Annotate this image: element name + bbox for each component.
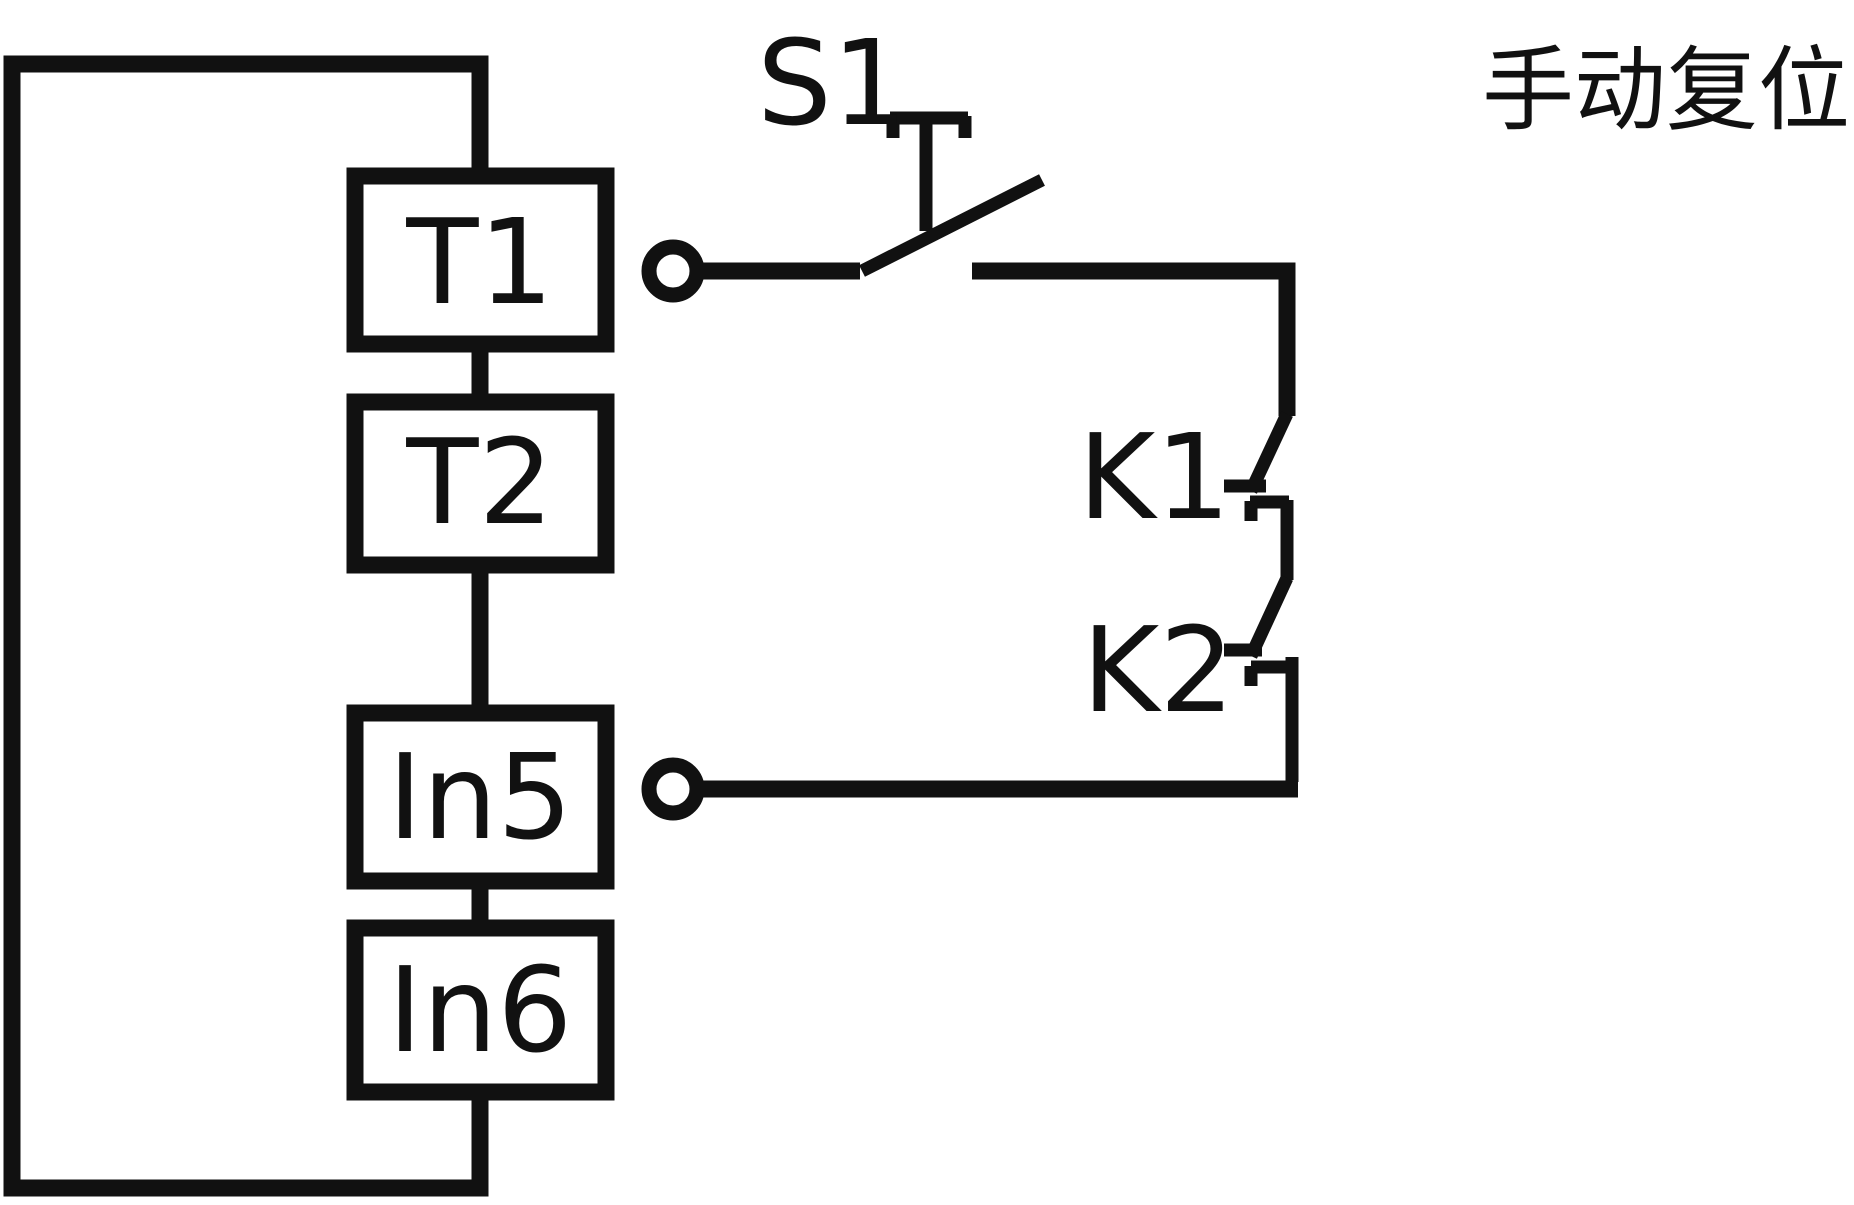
block-t2: T2 [346,393,615,574]
contact-k1: K1 [1078,408,1294,580]
block-t1-label: T1 [405,193,553,331]
outer-loop-wire [3,55,489,1197]
wire-s1-to-k1 [972,262,1296,416]
block-in5: In5 [346,704,615,890]
switch-s1: S1 [697,14,1045,280]
contact-k2: K2 [1082,575,1299,782]
terminal-lower [641,757,705,821]
block-t2-label: T2 [405,413,553,551]
terminal-upper [641,239,705,303]
block-t1: T1 [346,167,615,353]
block-in6-label: In6 [388,941,573,1079]
switch-s1-label: S1 [757,14,907,152]
block-in6: In6 [346,919,615,1101]
contact-k2-label: K2 [1082,601,1234,739]
diagram-title: 手动复位 [1482,37,1850,144]
contact-k1-label: K1 [1078,408,1230,546]
block-in5-label: In5 [388,728,573,866]
